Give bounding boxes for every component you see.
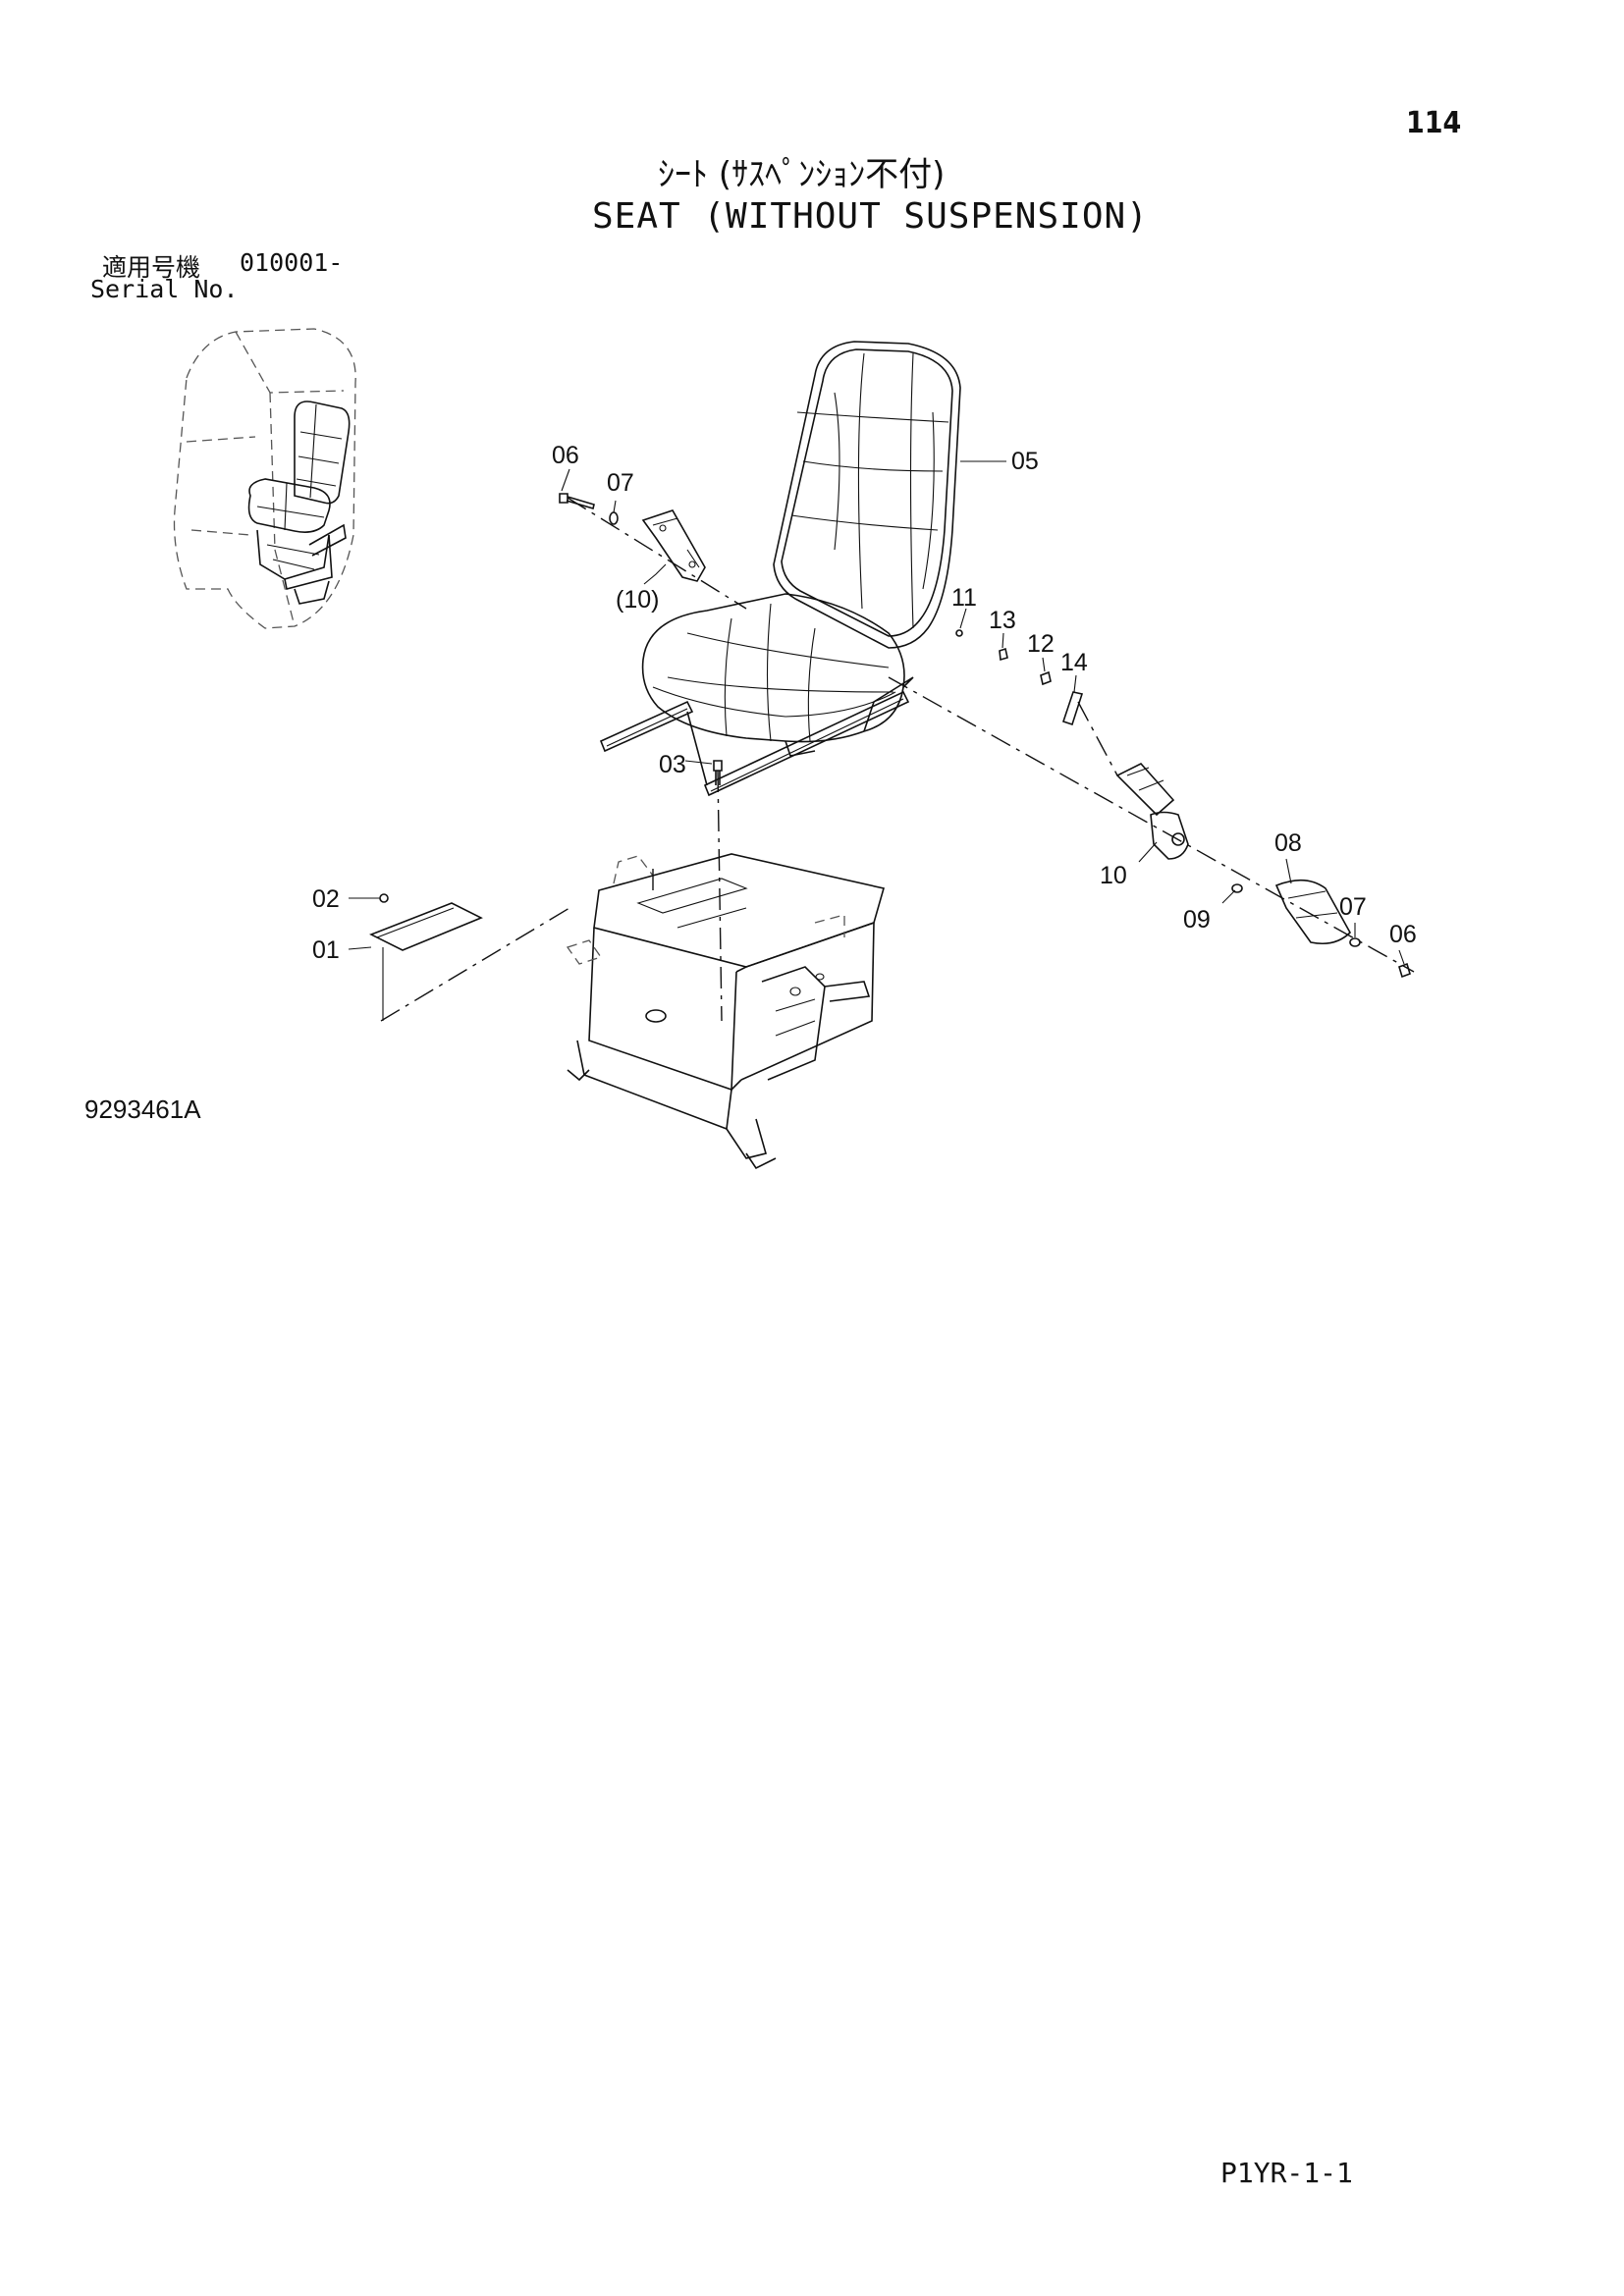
seat-base — [566, 853, 886, 1170]
callout-labels: 05 06 07 (10) 11 13 12 14 03 08 10 09 07… — [312, 442, 1417, 964]
sheet-code: P1YR-1-1 — [1220, 2157, 1353, 2189]
callout-03: 03 — [659, 751, 686, 778]
center-lines — [380, 497, 1415, 1022]
serial-label-japanese: 適用号機 — [102, 253, 201, 282]
callout-13: 13 — [989, 607, 1016, 634]
callout-08: 08 — [1274, 829, 1302, 857]
washer-07-top — [609, 511, 619, 525]
callout-10: 10 — [1100, 862, 1127, 889]
callout-05: 05 — [1011, 448, 1039, 475]
callout-06-top: 06 — [552, 442, 579, 469]
drawing-number: 9293461A — [84, 1095, 201, 1124]
leader-lines — [348, 460, 1405, 1021]
callout-09: 09 — [1183, 906, 1211, 934]
title-japanese: ｼｰﾄ (ｻｽﾍﾟﾝｼｮﾝ不付) — [658, 155, 946, 194]
seat-belt-assembly — [955, 629, 1411, 979]
callout-06-right: 06 — [1389, 921, 1417, 948]
locator-thumbnail — [173, 328, 356, 629]
callout-02: 02 — [312, 885, 340, 913]
callout-11: 11 — [951, 584, 977, 612]
title-english: SEAT (WITHOUT SUSPENSION) — [592, 196, 1149, 237]
serial-label-english: Serial No. — [90, 275, 239, 303]
serial-range: 010001- — [240, 248, 344, 277]
callout-14: 14 — [1060, 649, 1088, 676]
seat-backrest — [773, 341, 961, 649]
callout-07-top: 07 — [607, 469, 634, 497]
page-number: 114 — [1406, 106, 1462, 140]
callout-01: 01 — [312, 936, 340, 964]
seat-cushion — [641, 593, 914, 743]
armrest-bracket-left — [641, 509, 706, 582]
screw-03 — [713, 760, 723, 785]
callout-12: 12 — [1027, 630, 1055, 658]
slide-rails — [599, 690, 910, 797]
bolt-06-top — [559, 493, 595, 510]
screw-02 — [379, 893, 389, 903]
callout-10-reference: (10) — [616, 586, 659, 614]
label-plate — [369, 902, 483, 951]
callout-07-right: 07 — [1339, 893, 1367, 921]
